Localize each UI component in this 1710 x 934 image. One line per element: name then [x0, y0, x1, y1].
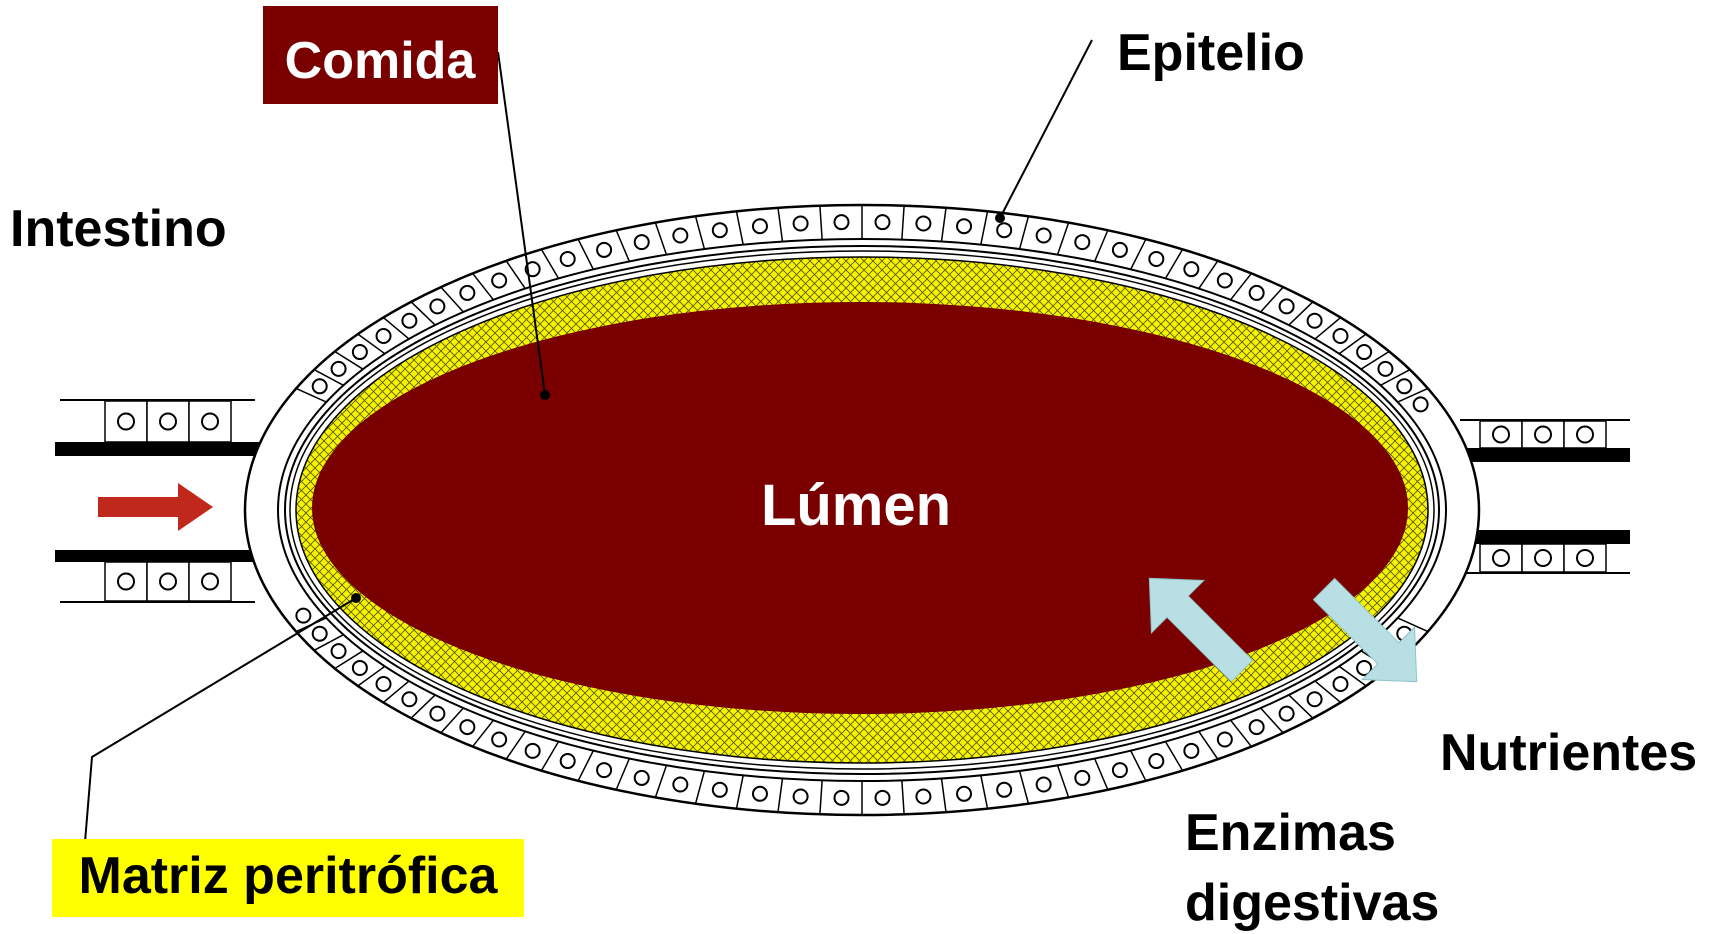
intestino-label: Intestino [10, 200, 227, 258]
outlet-epithelial-cells [1480, 421, 1606, 572]
matriz-label: Matriz peritrófica [79, 847, 499, 905]
enzimas-label-line2: digestivas [1185, 874, 1439, 932]
right-arrow-icon [98, 483, 213, 531]
nutrientes-label: Nutrientes [1440, 724, 1697, 782]
epitelio-leader-line [1000, 40, 1092, 218]
epitelio-pointer-dot [995, 213, 1005, 223]
lumen-label: Lúmen [761, 473, 951, 538]
comida-label: Comida [285, 32, 477, 90]
matriz-pointer-dot [351, 593, 361, 603]
comida-pointer-dot [540, 390, 550, 400]
epitelio-label: Epitelio [1117, 24, 1305, 82]
enzimas-label-line1: Enzimas [1185, 804, 1396, 862]
